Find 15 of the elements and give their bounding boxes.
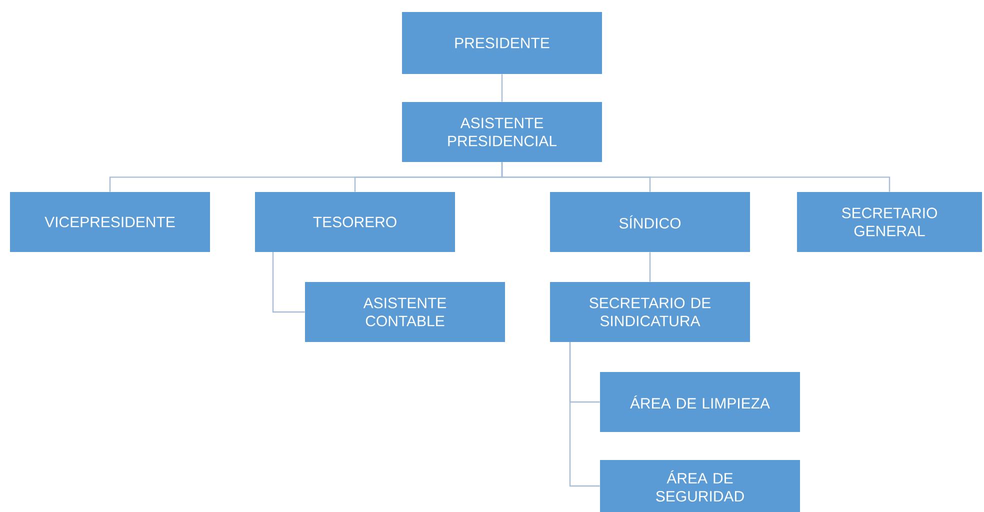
org-box: TESORERO xyxy=(255,192,455,252)
org-box: SECRETARIO GENERAL xyxy=(797,192,982,252)
connector-line xyxy=(649,252,651,282)
connector-line xyxy=(569,342,600,487)
org-box: PRESIDENTE xyxy=(402,12,602,74)
connector-line xyxy=(272,252,305,313)
org-box: SECRETARIO DE SINDICATURA xyxy=(550,282,750,342)
org-box: SÍNDICO xyxy=(550,192,750,252)
connector-line xyxy=(501,74,503,102)
org-box: ASISTENTE CONTABLE xyxy=(305,282,505,342)
org-box: ÁREA DE LIMPIEZA xyxy=(600,372,800,432)
connector-line xyxy=(501,162,890,192)
org-box: ÁREA DE SEGURIDAD xyxy=(600,460,800,512)
org-box: ASISTENTE PRESIDENCIAL xyxy=(402,102,602,162)
org-box: VICEPRESIDENTE xyxy=(10,192,210,252)
